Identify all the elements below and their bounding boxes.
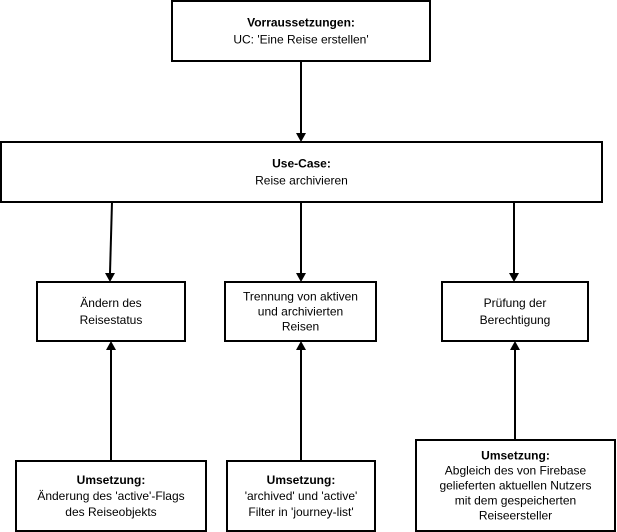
arrowhead-icon: [509, 273, 519, 282]
node-text-line: Prüfung der: [484, 296, 547, 310]
node-preconditions: Vorraussetzungen: UC: 'Eine Reise erstell…: [171, 0, 431, 62]
node-box: [224, 281, 377, 342]
edge-use-case-to-separation: [296, 202, 306, 282]
node-box: [36, 281, 186, 342]
edges: [105, 61, 520, 461]
edge-use-case-to-status-change: [105, 201, 115, 282]
node-box: [0, 141, 603, 203]
node-text-line: Reiseersteller: [479, 509, 552, 523]
node-box: [415, 439, 616, 532]
node-text-line: Abgleich des von Firebase: [445, 464, 587, 478]
node-text-line: gelieferten aktuellen Nutzers: [439, 479, 591, 493]
node-box: [226, 460, 376, 532]
node-title: Vorraussetzungen:: [247, 16, 355, 30]
arrowhead-icon: [106, 341, 116, 350]
node-text-line: Reisestatus: [80, 313, 143, 327]
node-text-line: mit dem gespeicherten: [455, 494, 576, 508]
edge-impl-filter-to-separation: [296, 341, 306, 461]
node-text-line: 'archived' und 'active': [245, 489, 358, 503]
arrowhead-icon: [510, 341, 520, 350]
edge-line: [109, 201, 113, 274]
node-text-line: und archivierten: [258, 305, 343, 319]
node-text-line: Ändern des: [80, 296, 141, 310]
node-text-line: Änderung des 'active'-Flags: [37, 489, 184, 503]
arrowhead-icon: [296, 341, 306, 350]
edge-impl-auth-to-authorization: [510, 341, 520, 440]
arrowhead-icon: [105, 273, 115, 282]
node-box: [15, 460, 207, 532]
edge-preconditions-to-use-case: [296, 61, 306, 142]
node-box: [171, 0, 431, 62]
node-title: Umsetzung:: [267, 473, 336, 487]
arrowhead-icon: [296, 133, 306, 142]
node-impl-filter: Umsetzung: 'archived' und 'active' Filter …: [226, 460, 376, 532]
node-title: Umsetzung:: [77, 473, 146, 487]
node-use-case: Use-Case: Reise archivieren: [0, 141, 603, 203]
node-text-line: Filter in 'journey-list': [248, 505, 353, 519]
node-title: Use-Case:: [272, 157, 331, 171]
node-box: [441, 281, 589, 342]
node-text-line: Reisen: [282, 320, 319, 334]
node-impl-auth: Umsetzung:Abgleich des von Firebasegelie…: [415, 439, 616, 532]
arrowhead-icon: [296, 273, 306, 282]
edge-impl-status-to-status-change: [106, 341, 116, 461]
node-impl-status: Umsetzung: Änderung des 'active'-Flags des…: [15, 460, 207, 532]
node-text-line: des Reiseobjekts: [65, 505, 156, 519]
edge-use-case-to-authorization: [509, 202, 519, 282]
node-text-line: Berechtigung: [480, 313, 551, 327]
node-text-line: Reise archivieren: [255, 174, 348, 188]
node-text-line: Trennung von aktiven: [243, 290, 358, 304]
node-text-line: UC: 'Eine Reise erstellen': [233, 33, 368, 47]
node-title: Umsetzung:: [481, 449, 550, 463]
